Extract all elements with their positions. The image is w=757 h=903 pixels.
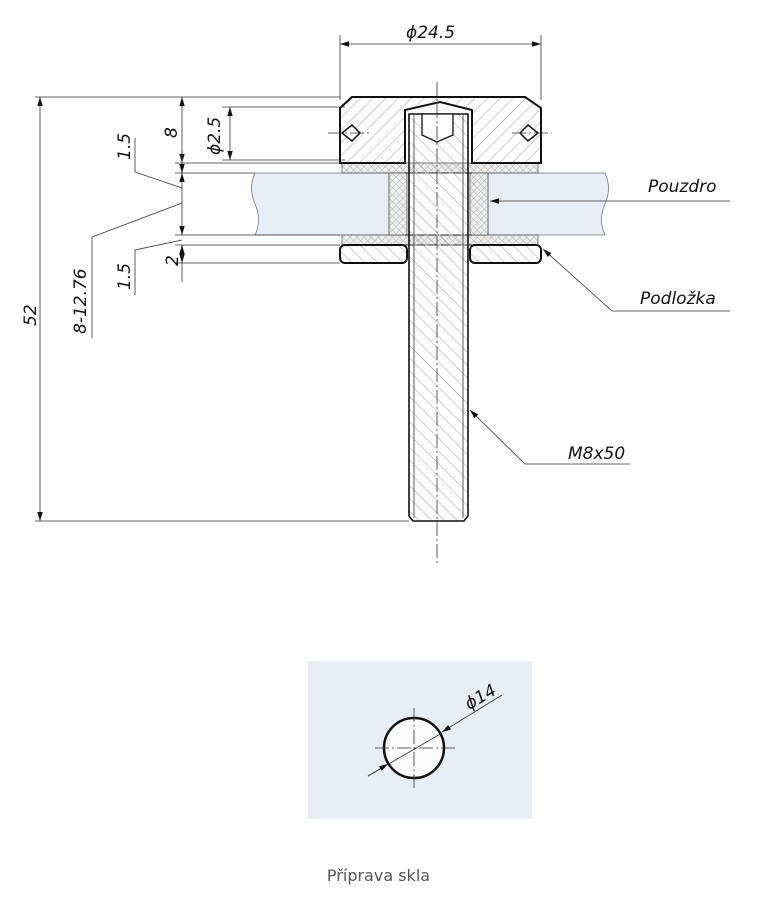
bolt [408, 113, 469, 522]
dim-bottom-washer: 2 [163, 255, 183, 266]
dim-total-length: 52 [21, 304, 41, 326]
washer [339, 244, 408, 264]
label-bushing: Pouzdro [648, 177, 717, 197]
glass-panel [251, 172, 609, 236]
dim-washer-bottom: 1.5 [115, 263, 135, 290]
dim-cap-height: 8 [162, 127, 182, 138]
leader-bolt: M8x50 [469, 409, 630, 465]
dim-cap-diameter: ϕ24.5 [339, 23, 542, 100]
label-washer: Podložka [640, 289, 716, 309]
leader-bushing: Pouzdro [490, 177, 730, 204]
dim-washer-top: 1.5 [115, 133, 135, 160]
bushing-right [469, 172, 489, 236]
dim-glass-thickness: 8-12.76 [71, 268, 91, 334]
bushing-left [388, 172, 408, 236]
leader-washer: Podložka [542, 248, 730, 312]
dim-hole-diameter: ϕ2.5 [205, 117, 225, 155]
glass-preparation-view: ϕ14 [308, 661, 532, 819]
caption: Příprava skla [326, 866, 431, 885]
label-bolt: M8x50 [568, 444, 625, 464]
cap [339, 96, 542, 164]
dim-text: ϕ24.5 [406, 23, 455, 43]
